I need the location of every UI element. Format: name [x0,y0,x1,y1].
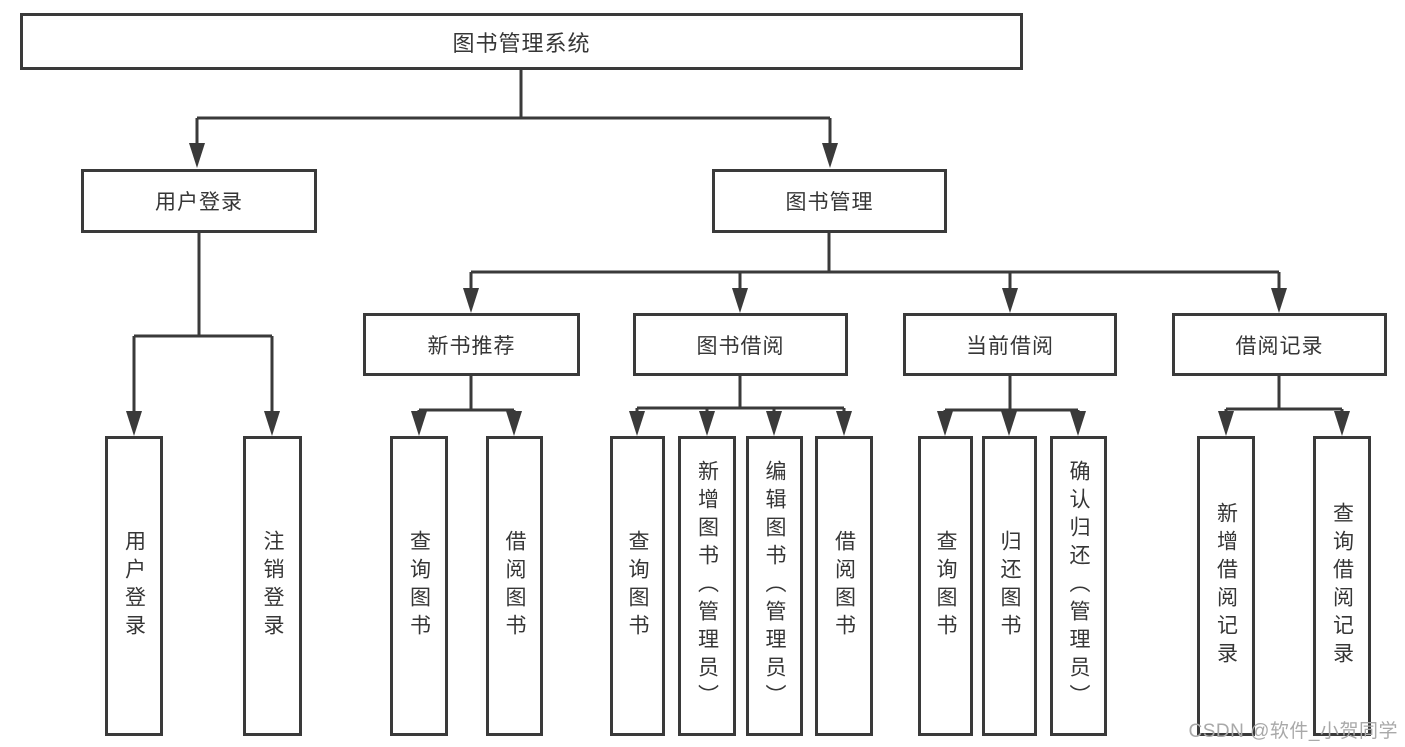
arrowheads [126,143,1350,436]
leaf-user-login: 用户登录 [105,436,163,736]
node-user-login: 用户登录 [81,169,317,233]
leaf-label: 借阅图书 [503,530,527,642]
leaf-logout: 注销登录 [243,436,302,736]
leaf-label: 归还图书 [998,530,1022,642]
leaf-label: 查询图书 [626,530,650,642]
leaf-label: 新增借阅记录 [1214,502,1238,670]
leaf-query-books-1: 查询图书 [390,436,448,736]
leaf-query-borrow-record: 查询借阅记录 [1313,436,1371,736]
node-library-management-system: 图书管理系统 [20,13,1023,70]
leaf-label: 用户登录 [122,530,146,642]
leaf-add-borrow-record: 新增借阅记录 [1197,436,1255,736]
leaf-return-books: 归还图书 [982,436,1037,736]
node-book-borrow: 图书借阅 [633,313,848,376]
node-current-borrow: 当前借阅 [903,313,1117,376]
leaf-confirm-return-admin: 确认归还（管理员） [1050,436,1107,736]
leaf-label: 确认归还（管理员） [1067,460,1091,712]
leaf-label: 新增图书（管理员） [695,460,719,712]
leaf-label: 编辑图书（管理员） [763,460,787,712]
leaf-borrow-books-2: 借阅图书 [815,436,873,736]
leaf-borrow-books-1: 借阅图书 [486,436,543,736]
node-book-management: 图书管理 [712,169,947,233]
leaf-query-books-3: 查询图书 [918,436,973,736]
leaf-query-books-2: 查询图书 [610,436,665,736]
leaf-label: 查询借阅记录 [1330,502,1354,670]
node-new-book-recommend: 新书推荐 [363,313,580,376]
node-borrow-records: 借阅记录 [1172,313,1387,376]
leaf-label: 借阅图书 [832,530,856,642]
leaf-label: 查询图书 [934,530,958,642]
leaf-add-books-admin: 新增图书（管理员） [678,436,736,736]
leaf-edit-books-admin: 编辑图书（管理员） [746,436,803,736]
leaf-label: 注销登录 [261,530,285,642]
csdn-watermark: CSDN @软件_小贺同学 [1188,721,1398,742]
leaf-label: 查询图书 [407,530,431,642]
